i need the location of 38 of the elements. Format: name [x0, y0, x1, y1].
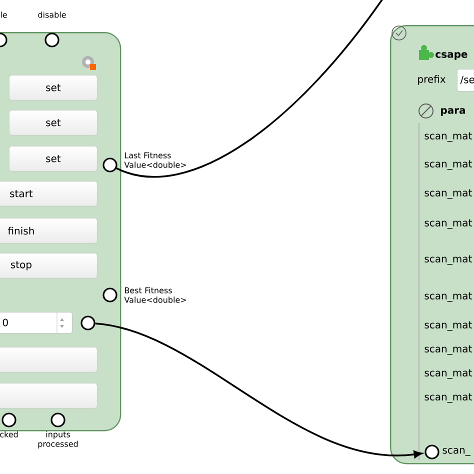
port-label: scan_	[442, 448, 470, 456]
port-label: inputs processed	[38, 431, 78, 448]
port-circle	[424, 444, 440, 460]
parameter-label: scan_mat	[424, 292, 472, 302]
parameter-label: scan_mat	[424, 321, 472, 331]
port-label: Last Fitness Value<double>	[124, 152, 186, 168]
push-button: set	[9, 75, 98, 100]
port-circle	[44, 32, 60, 48]
port-label: cked	[0, 431, 18, 438]
push-button: set	[9, 110, 98, 136]
parameter-label: scan_mat	[424, 369, 472, 379]
parameter-label: scan_mat	[424, 160, 472, 170]
connector-curve	[95, 322, 422, 458]
field-label: prefix	[418, 75, 446, 85]
panel-title: csape	[436, 52, 468, 60]
parameter-label: scan_mat	[424, 393, 472, 403]
push-button	[0, 383, 98, 408]
port-circle	[102, 158, 118, 172]
push-button: finish	[0, 218, 98, 244]
parameter-label: scan_mat	[424, 219, 472, 229]
input-field: 0	[0, 312, 72, 334]
push-button: stop	[0, 253, 98, 278]
parameter-label: scan_mat	[424, 189, 472, 199]
port-label: Best Fitness Value<double>	[124, 287, 186, 303]
port-circle	[80, 316, 96, 330]
port-circle	[102, 288, 118, 302]
parameter-label: scan_mat	[424, 255, 472, 265]
parameter-label: scan_mat	[424, 345, 472, 355]
push-button	[0, 347, 98, 372]
port-circle	[2, 412, 16, 428]
port-label: le	[0, 12, 7, 18]
group-title: para	[441, 108, 465, 116]
push-button: set	[9, 146, 98, 172]
parameter-label: scan_mat	[424, 132, 472, 142]
push-button: start	[0, 181, 98, 206]
port-circle	[50, 412, 66, 428]
input-field: /se	[457, 69, 474, 92]
port-label: disable	[38, 12, 66, 18]
